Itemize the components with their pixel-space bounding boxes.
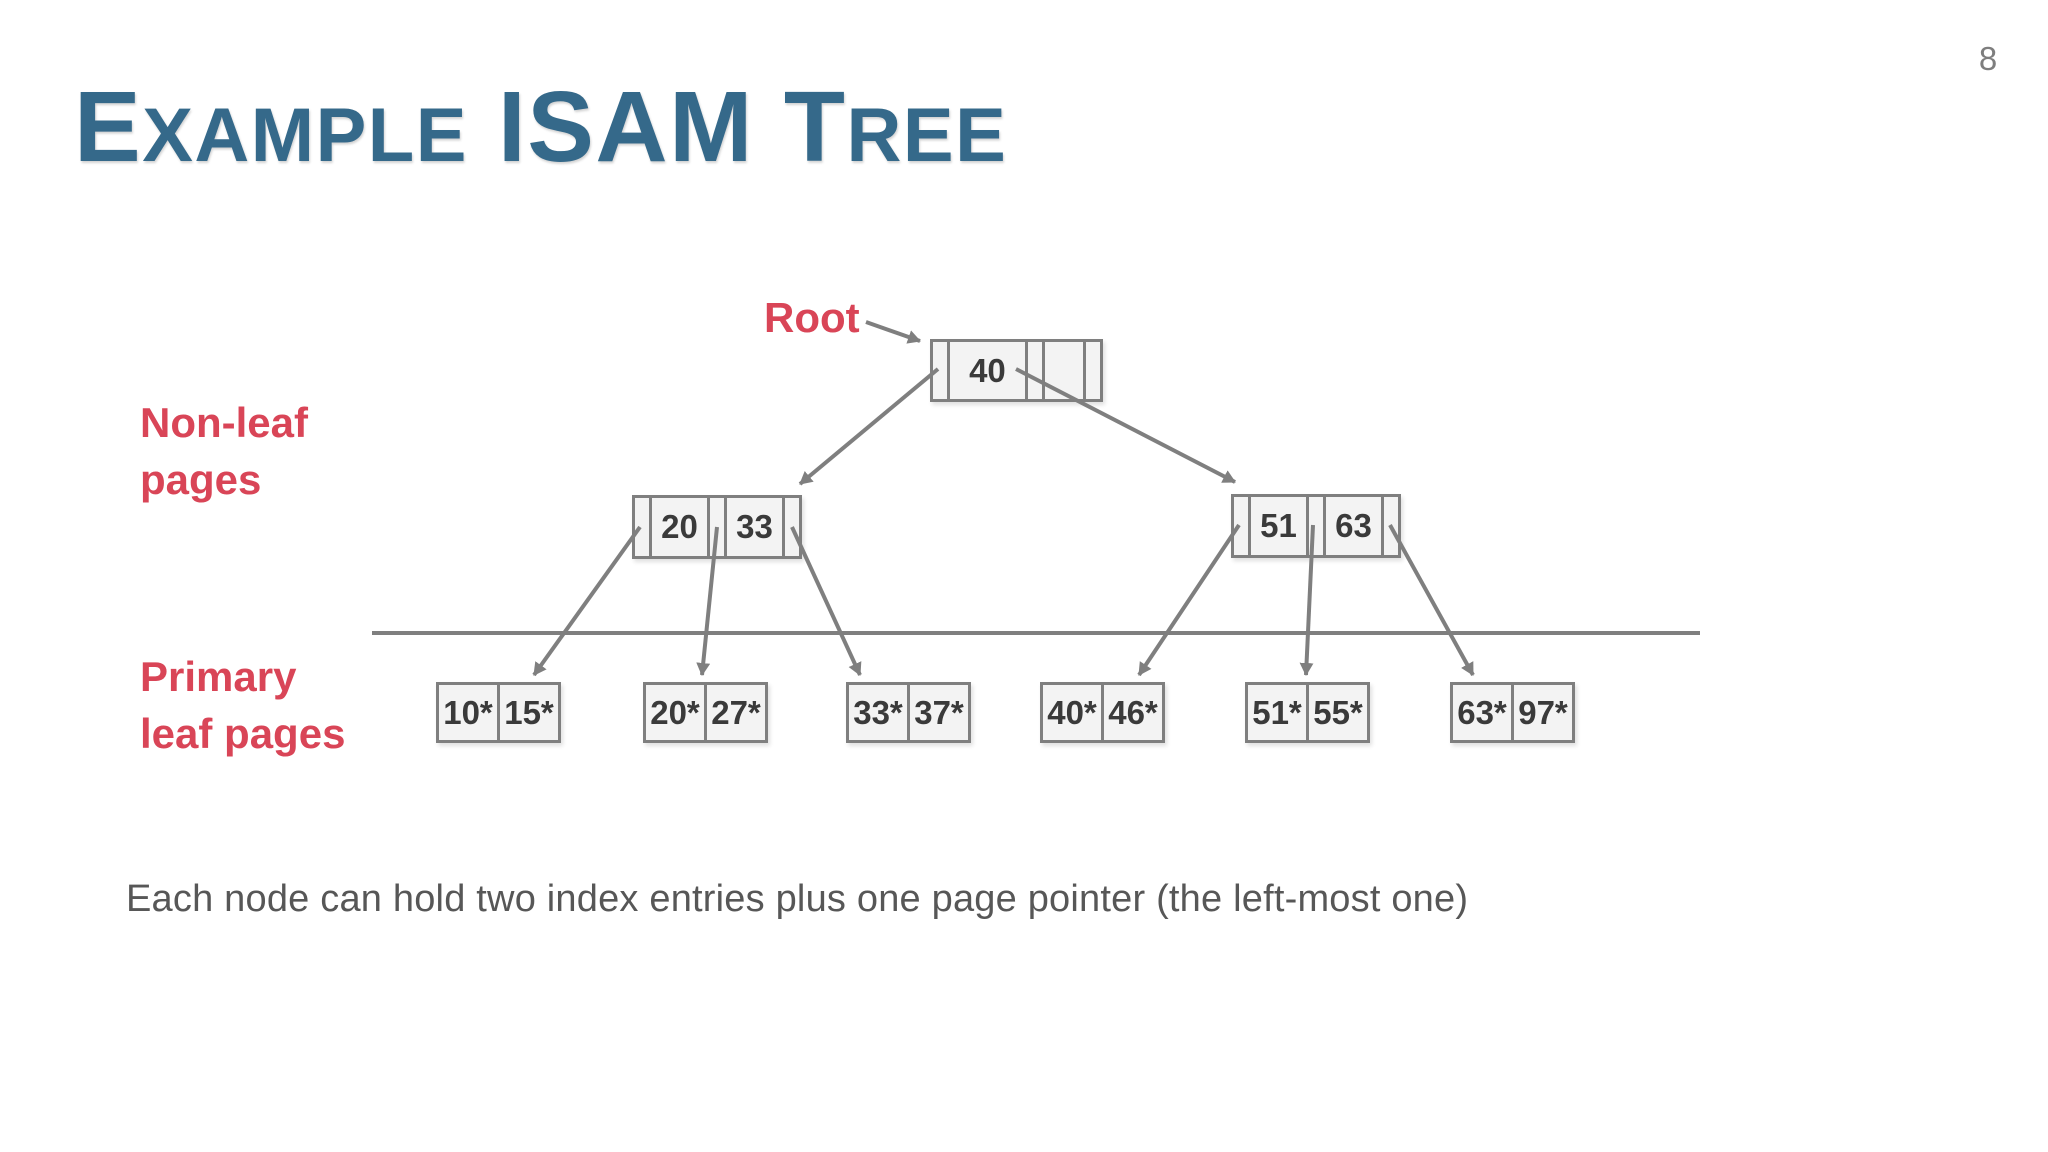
arrow-left-node-to-leaf3 (790, 526, 862, 676)
key-cell-empty (1044, 342, 1083, 399)
arrow-left-node-to-leaf1 (532, 525, 642, 677)
pointer-cell (1384, 497, 1398, 555)
key-cell: 33 (727, 498, 782, 556)
leaf-node: 40* 46* (1040, 682, 1165, 743)
root-label: Root (764, 294, 860, 341)
arrow-right-node-to-leaf4 (1137, 523, 1241, 677)
record-cell: 10* (439, 685, 497, 740)
leaf-node: 51* 55* (1245, 682, 1370, 743)
title-word-isam: ISAM (497, 71, 754, 183)
slide-title: EXAMPLE ISAM TREE (74, 72, 1007, 182)
arrow-right-node-to-leaf6 (1388, 524, 1475, 676)
pointer-cell (1086, 342, 1100, 399)
title-word-example: EXAMPLE (74, 71, 468, 183)
page-number: 8 (1978, 40, 1998, 77)
arrow-root-to-left-child (798, 367, 940, 486)
slide-caption: Each node can hold two index entries plu… (126, 878, 1469, 920)
title-word-tree: TREE (783, 71, 1008, 183)
record-cell: 15* (500, 685, 558, 740)
record-cell: 51* (1248, 685, 1306, 740)
pointer-cell (785, 498, 799, 556)
record-cell: 27* (707, 685, 765, 740)
record-cell: 33* (849, 685, 907, 740)
key-cell: 40 (950, 342, 1025, 399)
record-cell: 40* (1043, 685, 1101, 740)
pointer-cell (1027, 342, 1042, 399)
record-cell: 55* (1309, 685, 1367, 740)
root-node: 40 (930, 339, 1103, 402)
key-cell: 51 (1251, 497, 1306, 555)
primary-leaf-pages-label-line2: leaf pages (140, 710, 346, 757)
non-leaf-pages-label-line2: pages (140, 456, 262, 503)
record-cell: 20* (646, 685, 704, 740)
leaf-node: 33* 37* (846, 682, 971, 743)
pointer-cell (1234, 497, 1248, 555)
pointer-cell (1309, 497, 1323, 555)
record-cell: 37* (910, 685, 968, 740)
pointer-cell (635, 498, 649, 556)
leaf-node: 10* 15* (436, 682, 561, 743)
arrow-root-label (865, 320, 921, 344)
pointer-cell (933, 342, 947, 399)
leaf-node: 63* 97* (1450, 682, 1575, 743)
record-cell: 63* (1453, 685, 1511, 740)
pointer-cell (710, 498, 724, 556)
non-leaf-pages-label-line1: Non-leaf (140, 399, 308, 446)
primary-leaf-pages-label-line1: Primary (140, 653, 297, 700)
leaf-node: 20* 27* (643, 682, 768, 743)
primary-leaf-pages-label: Primary leaf pages (140, 648, 345, 762)
record-cell: 97* (1514, 685, 1572, 740)
non-leaf-pages-label: Non-leaf pages (140, 394, 308, 508)
non-leaf-node-right: 51 63 (1231, 494, 1401, 558)
record-cell: 46* (1104, 685, 1162, 740)
key-cell: 63 (1326, 497, 1381, 555)
non-leaf-node-left: 20 33 (632, 495, 802, 559)
key-cell: 20 (652, 498, 707, 556)
